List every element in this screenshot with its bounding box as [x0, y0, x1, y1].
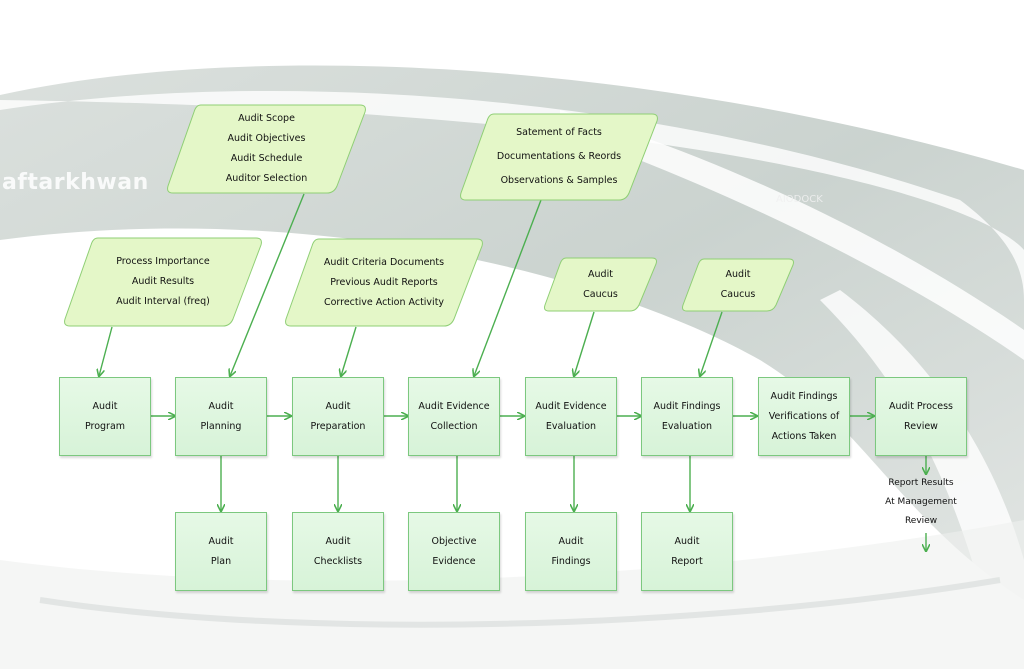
output-audit-findings-line-2: Findings [551, 555, 591, 567]
output-audit-checklists-line-1: Audit [325, 535, 351, 547]
step-findings-evaluation-line-1: Audit Findings [653, 400, 721, 412]
input-preparation-line-1: Audit Criteria Documents [323, 256, 445, 268]
output-audit-report-line-2: Report [671, 555, 703, 567]
input-evidence-eval-line-2: Caucus [583, 288, 618, 300]
input-evidence-eval-line-1: Audit [588, 268, 613, 280]
input-planning-line-2: Audit Objectives [227, 133, 306, 144]
step-findings-verification-line-1: Audit Findings [770, 390, 838, 402]
output-management-review-line-3: Review [904, 516, 938, 526]
step-process-review-line-1: Audit Process [889, 400, 953, 412]
output-audit-plan-line-2: Plan [210, 555, 232, 567]
step-audit-planning-line-1: Audit [208, 400, 234, 412]
step-process-review-line-2: Review [904, 420, 938, 432]
step-audit-planning: Audit Planning [175, 377, 267, 456]
input-program-line-2: Audit Results [131, 276, 195, 287]
step-audit-planning-line-2: Planning [200, 420, 242, 432]
input-program-line-1: Process Importance [116, 256, 210, 267]
parallelogram-shape [167, 104, 366, 194]
input-findings-eval: Audit Caucus [680, 258, 796, 312]
parallelogram-shape [682, 258, 794, 312]
input-planning-line-3: Audit Schedule [230, 153, 303, 164]
watermark-text-right: AIODOCK [776, 194, 823, 205]
input-collection-line-2: Documentations & Reords [496, 151, 622, 162]
output-management-review-line-2: At Management [885, 497, 957, 507]
output-audit-report: Audit Report [641, 512, 733, 591]
output-audit-checklists: Audit Checklists [292, 512, 384, 591]
step-evidence-collection-line-1: Audit Evidence [418, 400, 490, 412]
input-evidence-eval: Audit Caucus [542, 257, 659, 312]
step-findings-evaluation-line-2: Evaluation [661, 420, 713, 432]
input-program: Process Importance Audit Results Audit I… [62, 237, 264, 327]
step-findings-verification: Audit Findings Verifications of Actions … [758, 377, 850, 456]
input-planning: Audit Scope Audit Objectives Audit Sched… [165, 104, 368, 194]
output-objective-evidence-line-2: Evidence [432, 555, 476, 567]
parallelogram-shape [285, 238, 483, 327]
output-objective-evidence-line-1: Objective [431, 535, 477, 547]
step-evidence-evaluation-line-2: Evaluation [545, 420, 597, 432]
output-management-review: Report Results At Management Review [868, 474, 974, 531]
step-audit-program-line-2: Program [84, 420, 126, 432]
step-audit-preparation: Audit Preparation [292, 377, 384, 456]
step-audit-preparation-line-1: Audit [325, 400, 351, 412]
input-preparation-line-2: Previous Audit Reports [330, 276, 438, 288]
output-audit-findings: Audit Findings [525, 512, 617, 591]
output-audit-plan: Audit Plan [175, 512, 267, 591]
input-program-line-3: Audit Interval (freq) [116, 296, 210, 307]
input-collection-line-1: Satement of Facts [516, 127, 602, 138]
parallelogram-shape [64, 237, 262, 327]
step-findings-verification-line-2: Verifications of [768, 410, 840, 422]
output-audit-findings-line-1: Audit [558, 535, 584, 547]
step-evidence-evaluation-line-1: Audit Evidence [535, 400, 607, 412]
input-planning-line-1: Audit Scope [238, 113, 295, 124]
input-preparation-line-3: Corrective Action Activity [323, 296, 445, 308]
step-evidence-evaluation: Audit Evidence Evaluation [525, 377, 617, 456]
output-audit-report-line-1: Audit [674, 535, 700, 547]
input-preparation: Audit Criteria Documents Previous Audit … [283, 238, 485, 327]
input-findings-eval-line-1: Audit [725, 269, 751, 280]
parallelogram-shape [544, 257, 657, 312]
step-evidence-collection-line-2: Collection [430, 420, 478, 432]
output-objective-evidence: Objective Evidence [408, 512, 500, 591]
step-findings-verification-line-3: Actions Taken [771, 430, 837, 442]
output-management-review-line-1: Report Results [888, 478, 954, 488]
step-audit-preparation-line-2: Preparation [310, 420, 366, 432]
output-audit-plan-line-1: Audit [208, 535, 234, 547]
input-collection: Satement of Facts Documentations & Reord… [458, 113, 660, 201]
step-evidence-collection: Audit Evidence Collection [408, 377, 500, 456]
parallelogram-shape [460, 113, 658, 201]
input-planning-line-4: Auditor Selection [225, 173, 308, 184]
step-findings-evaluation: Audit Findings Evaluation [641, 377, 733, 456]
step-audit-program-line-1: Audit [92, 400, 118, 412]
watermark-text-left: aftarkhwan [2, 170, 149, 195]
input-findings-eval-line-2: Caucus [720, 289, 756, 300]
step-process-review: Audit Process Review [875, 377, 967, 456]
input-collection-line-3: Observations & Samples [500, 175, 618, 186]
step-audit-program: Audit Program [59, 377, 151, 456]
output-audit-checklists-line-2: Checklists [313, 555, 363, 567]
